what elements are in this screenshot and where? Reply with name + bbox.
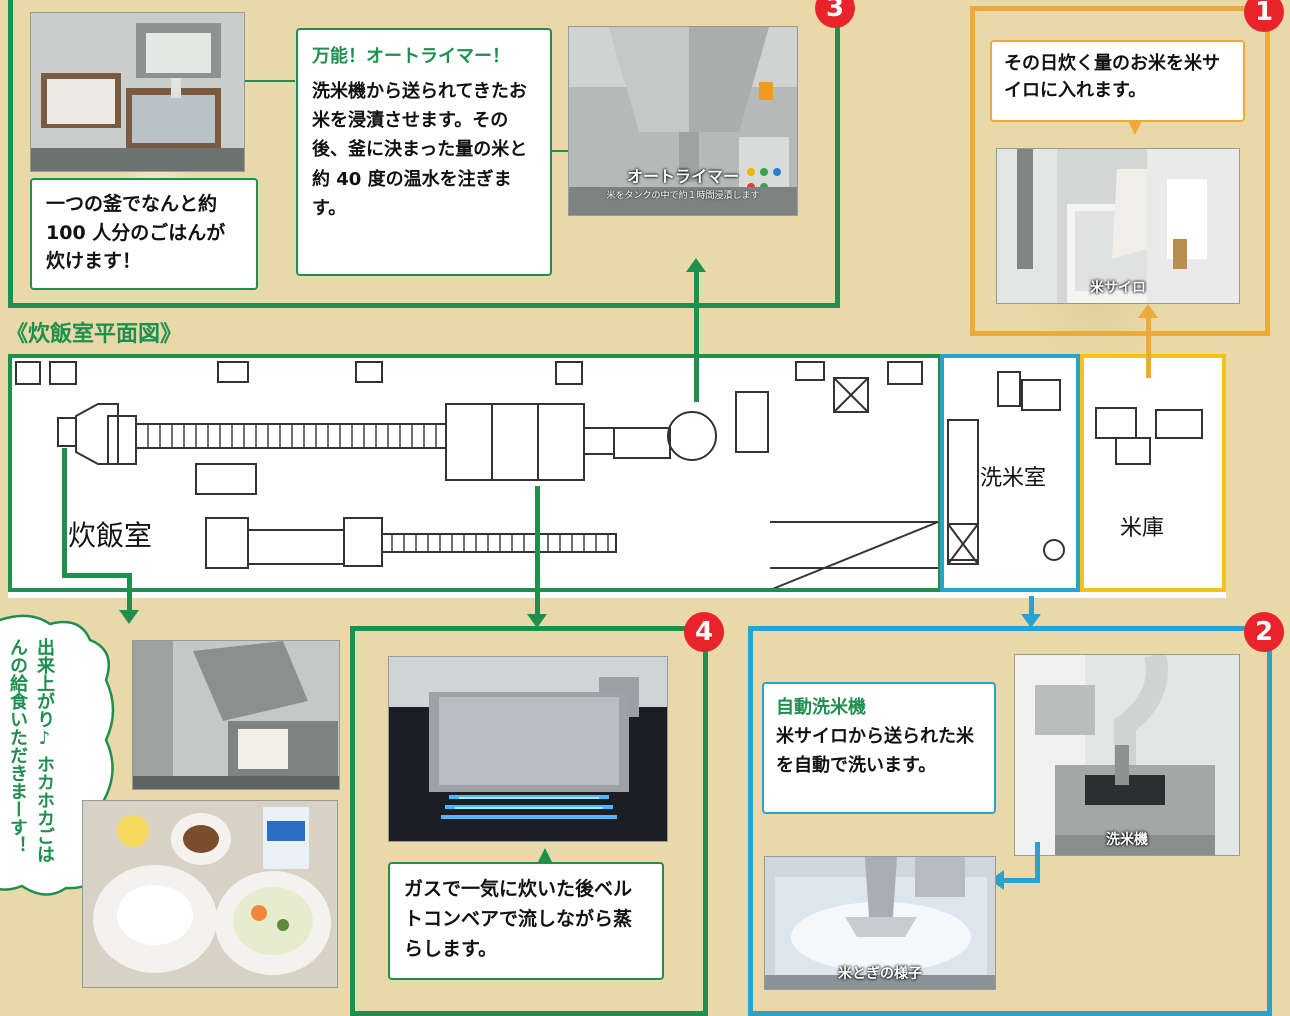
autorimer-photo: オートライマー 米をタンクの中で約１時間浸漬します (568, 26, 798, 216)
auto-washer-callout: 自動洗米機 米サイロから送られた米を自動で洗います。 (762, 682, 996, 814)
gas-burner-photo (388, 656, 668, 842)
rice-silo-photo: 米サイロ (996, 148, 1240, 304)
arrow-to-step3 (694, 272, 699, 402)
room-label-kitchen: 炊飯室 (68, 519, 153, 552)
finish-bubble-text: 出来上がり♪ ホカホカごはんの給食いただきまーす！ (7, 638, 55, 864)
pot-capacity-callout: 一つの釜でなんと約 100 人分のごはんが炊けます！ (30, 178, 258, 290)
arrow-to-finish-v2 (127, 573, 132, 611)
step2-number: 2 (1244, 612, 1284, 652)
rice-rinsing-caption: 米とぎの様子 (838, 966, 922, 982)
room-storage-outline (1080, 354, 1226, 592)
pointer-line (552, 150, 570, 152)
arrow-head-down-blue (1021, 614, 1041, 628)
arrow-to-step4 (535, 486, 540, 616)
school-lunch-photo (82, 800, 338, 988)
rice-pot-unloading-photo (132, 640, 340, 790)
rice-rinsing-photo: 米とぎの様子 (764, 856, 996, 990)
callout-tail (1128, 121, 1142, 135)
arrow-head-up (686, 258, 706, 272)
arrow-washer-to-rinse-h (1002, 878, 1040, 883)
room-wash-outline (940, 354, 1080, 592)
rice-washer-photo: 洗米機 (1014, 654, 1240, 856)
floor-plan-drawing (15, 361, 1203, 591)
rice-washer-caption: 洗米機 (1106, 832, 1148, 848)
arrow-washer-to-rinse-v (1035, 842, 1040, 882)
autorimer-photo-subcaption: 米をタンクの中で約１時間浸漬します (606, 191, 760, 201)
pot-filling-photo (30, 12, 245, 172)
step1-number: 1 (1244, 0, 1284, 32)
arrow-to-step2 (1029, 596, 1034, 618)
step1-frame (970, 6, 1270, 336)
room-label-wash: 洗米室 (980, 466, 1047, 491)
callout-tail (538, 848, 552, 862)
autorimer-photo-caption: オートライマー (626, 167, 739, 186)
steaming-callout: ガスで一気に炊いた後ベルトコンベアで流しながら蒸らします。 (388, 862, 664, 980)
arrow-to-finish-v1 (62, 448, 67, 578)
arrow-to-step1 (1146, 318, 1151, 378)
rice-silo-caption: 米サイロ (1090, 280, 1146, 296)
room-kitchen-outline (8, 354, 942, 592)
autorimer-callout: 万能！オートライマー！ 洗米機から送られてきたお米を浸漬させます。その後、釜に決… (296, 28, 552, 276)
step4-number: 4 (684, 612, 724, 652)
step3-frame (8, 0, 840, 308)
arrow-head-down-finish (119, 610, 139, 624)
plan-title: 《炊飯室平面図》 (6, 322, 183, 347)
arrow-head-up-orange (1138, 304, 1158, 318)
arrow-head-down (527, 614, 547, 628)
rice-silo-callout: その日炊く量のお米を米サイロに入れます。 (990, 40, 1245, 122)
room-label-storage: 米庫 (1120, 516, 1165, 541)
arrow-to-finish-h (62, 573, 132, 578)
floor-plan: 炊飯室 洗米室 米庫 (8, 354, 1226, 598)
pointer-line (245, 80, 295, 82)
